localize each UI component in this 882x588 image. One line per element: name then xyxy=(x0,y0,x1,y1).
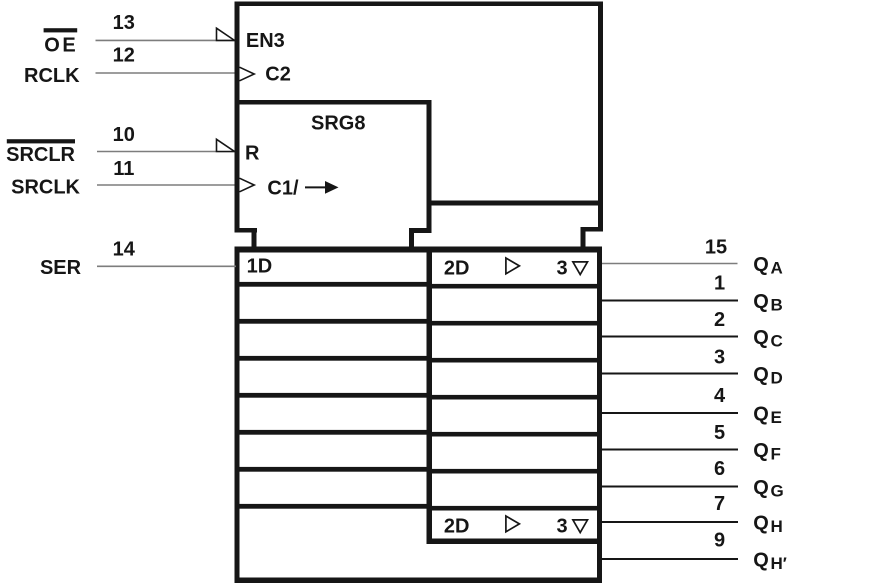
svg-text:3: 3 xyxy=(557,257,568,279)
svg-text:7: 7 xyxy=(714,493,725,515)
svg-text:Q: Q xyxy=(753,440,769,462)
svg-text:SRCLK: SRCLK xyxy=(11,177,80,199)
svg-text:F: F xyxy=(771,445,781,464)
svg-text:RCLK: RCLK xyxy=(24,65,80,87)
svg-text:H′: H′ xyxy=(771,554,787,573)
svg-text:Q: Q xyxy=(753,403,769,425)
svg-text:A: A xyxy=(771,259,783,278)
svg-text:15: 15 xyxy=(705,237,727,259)
svg-text:3: 3 xyxy=(714,347,725,369)
svg-text:2D: 2D xyxy=(444,257,470,279)
svg-text:9: 9 xyxy=(714,530,725,552)
svg-text:Q: Q xyxy=(753,549,769,571)
svg-text:4: 4 xyxy=(714,385,726,407)
svg-text:6: 6 xyxy=(714,458,725,480)
svg-text:11: 11 xyxy=(113,158,134,180)
svg-text:SRCLR: SRCLR xyxy=(6,144,75,166)
svg-text:14: 14 xyxy=(113,239,136,261)
svg-text:E: E xyxy=(771,408,782,427)
svg-text:Q: Q xyxy=(753,254,769,276)
svg-text:2D: 2D xyxy=(444,515,470,537)
svg-text:G: G xyxy=(771,482,784,501)
svg-text:Q: Q xyxy=(753,327,769,349)
svg-text:C2: C2 xyxy=(265,64,291,86)
svg-text:Q: Q xyxy=(753,291,769,313)
svg-text:C1/: C1/ xyxy=(267,178,299,200)
svg-text:5: 5 xyxy=(714,422,725,444)
svg-text:2: 2 xyxy=(714,309,725,331)
svg-text:1D: 1D xyxy=(247,256,273,278)
svg-text:Q: Q xyxy=(753,364,769,386)
svg-text:10: 10 xyxy=(113,124,135,146)
svg-text:H: H xyxy=(771,517,783,536)
svg-text:SRG8: SRG8 xyxy=(311,113,365,135)
svg-text:13: 13 xyxy=(113,12,135,34)
svg-text:B: B xyxy=(771,296,783,315)
svg-text:12: 12 xyxy=(113,45,135,67)
svg-text:3: 3 xyxy=(557,515,568,537)
svg-text:SER: SER xyxy=(40,257,82,279)
svg-text:C: C xyxy=(771,332,783,351)
svg-text:OE: OE xyxy=(44,34,78,56)
svg-text:Q: Q xyxy=(753,512,769,534)
svg-text:1: 1 xyxy=(714,272,725,294)
svg-text:Q: Q xyxy=(753,477,769,499)
svg-text:EN3: EN3 xyxy=(246,30,285,52)
svg-text:D: D xyxy=(771,369,783,388)
svg-text:R: R xyxy=(245,142,260,164)
